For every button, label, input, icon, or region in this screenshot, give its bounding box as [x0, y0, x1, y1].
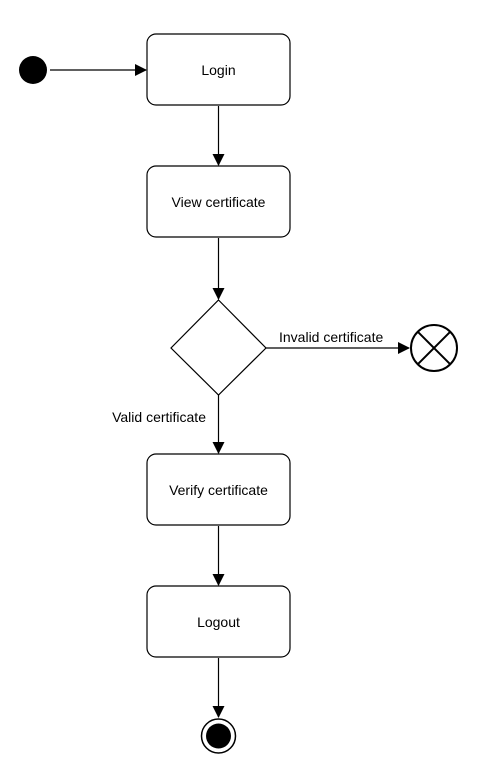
- node-verify-certificate: Verify certificate: [146, 453, 291, 526]
- node-logout-label: Logout: [197, 614, 240, 630]
- node-logout: Logout: [146, 585, 291, 658]
- node-login-label: Login: [201, 62, 235, 78]
- node-view-certificate-label: View certificate: [172, 194, 266, 210]
- activity-final-core: [206, 723, 231, 749]
- node-login: Login: [146, 33, 291, 106]
- node-login-box: [146, 33, 291, 106]
- node-view-certificate-box: [146, 165, 291, 238]
- node-verify-certificate-box: [146, 453, 291, 526]
- node-verify-certificate-label: Verify certificate: [169, 482, 268, 498]
- node-view-certificate: View certificate: [146, 165, 291, 238]
- activity-final-node: [200, 718, 237, 754]
- edge-label-valid: Valid certificate: [112, 409, 206, 425]
- flow-final-node: [410, 324, 458, 372]
- initial-node: [19, 56, 47, 84]
- node-logout-box: [146, 585, 291, 658]
- flow-final-cross-b: [416, 330, 452, 366]
- edge-label-invalid: Invalid certificate: [279, 329, 383, 345]
- decision-node: [170, 299, 267, 396]
